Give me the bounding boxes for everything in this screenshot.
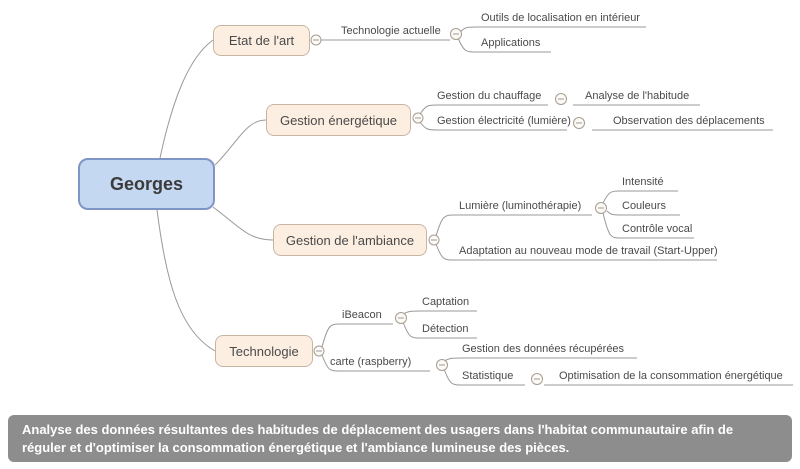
line-lumiere	[435, 214, 592, 237]
node-outils-localisation[interactable]: Outils de localisation en intérieur	[481, 12, 640, 24]
collapse-toggle-statistique[interactable]	[531, 373, 543, 385]
collapse-toggle-technologie[interactable]	[313, 345, 325, 357]
collapse-toggle-energetique[interactable]	[412, 112, 424, 124]
line-gestion-electricite	[419, 121, 567, 131]
line-outils-localisation	[457, 26, 646, 36]
node-carte-raspberry[interactable]: carte (raspberry)	[330, 356, 412, 368]
collapse-toggle-carte[interactable]	[436, 359, 448, 371]
node-adaptation[interactable]: Adaptation au nouveau mode de travail (S…	[459, 245, 718, 257]
line-applications	[457, 37, 551, 53]
line-controle-vocal	[602, 212, 694, 239]
node-gestion-electricite[interactable]: Gestion électricité (lumière)	[437, 115, 571, 127]
node-detection[interactable]: Détection	[422, 323, 469, 335]
node-lumiere[interactable]: Lumière (luminothérapie)	[459, 200, 582, 212]
collapse-toggle-technologie-actuelle[interactable]	[450, 28, 462, 40]
node-gestion-chauffage[interactable]: Gestion du chauffage	[437, 90, 542, 102]
collapse-toggle-chauffage[interactable]	[555, 93, 567, 105]
line-statistique	[443, 368, 525, 386]
node-controle-vocal[interactable]: Contrôle vocal	[622, 223, 693, 235]
node-intensite[interactable]: Intensité	[622, 176, 664, 188]
node-analyse-habitude[interactable]: Analyse de l'habitude	[585, 90, 690, 102]
node-gestion-energetique[interactable]: Gestion énergétique	[266, 104, 411, 136]
line-intensite	[602, 190, 678, 204]
line-captation	[402, 310, 477, 315]
node-technologie[interactable]: Technologie	[215, 335, 313, 367]
node-technologie-actuelle[interactable]: Technologie actuelle	[341, 25, 441, 37]
line-gestion-chauffage	[419, 104, 548, 115]
edge-root-to-technologie	[156, 209, 216, 352]
line-carte-raspberry	[321, 354, 430, 372]
summary-note[interactable]: Analyse des données résultantes des habi…	[8, 415, 792, 462]
node-observation-deplacements[interactable]: Observation des déplacements	[613, 115, 765, 127]
collapse-toggle-ambiance[interactable]	[428, 234, 440, 246]
node-gestion-ambiance[interactable]: Gestion de l'ambiance	[273, 224, 427, 256]
node-optimisation[interactable]: Optimisation de la consommation énergéti…	[559, 370, 783, 382]
node-captation[interactable]: Captation	[422, 296, 470, 308]
collapse-toggle-electricite[interactable]	[573, 117, 585, 129]
root-node-georges[interactable]: Georges	[78, 158, 215, 210]
collapse-toggle-etat[interactable]	[310, 34, 322, 46]
node-ibeacon[interactable]: iBeacon	[342, 309, 382, 321]
edge-root-to-energetique	[214, 119, 267, 166]
node-statistique[interactable]: Statistique	[462, 370, 514, 382]
collapse-toggle-lumiere[interactable]	[595, 202, 607, 214]
node-gestion-donnees[interactable]: Gestion des données récupérées	[462, 343, 625, 355]
node-etat-de-lart[interactable]: Etat de l'art	[213, 25, 310, 56]
edge-root-to-ambiance	[212, 206, 274, 241]
edge-root-to-etat	[159, 39, 214, 159]
node-couleurs[interactable]: Couleurs	[622, 200, 667, 212]
node-applications[interactable]: Applications	[481, 37, 541, 49]
line-gestion-donnees	[443, 357, 637, 362]
line-couleurs	[606, 210, 680, 216]
line-detection	[402, 321, 477, 339]
line-ibeacon	[321, 323, 393, 348]
collapse-toggle-ibeacon[interactable]	[395, 312, 407, 324]
line-adaptation	[435, 243, 717, 261]
